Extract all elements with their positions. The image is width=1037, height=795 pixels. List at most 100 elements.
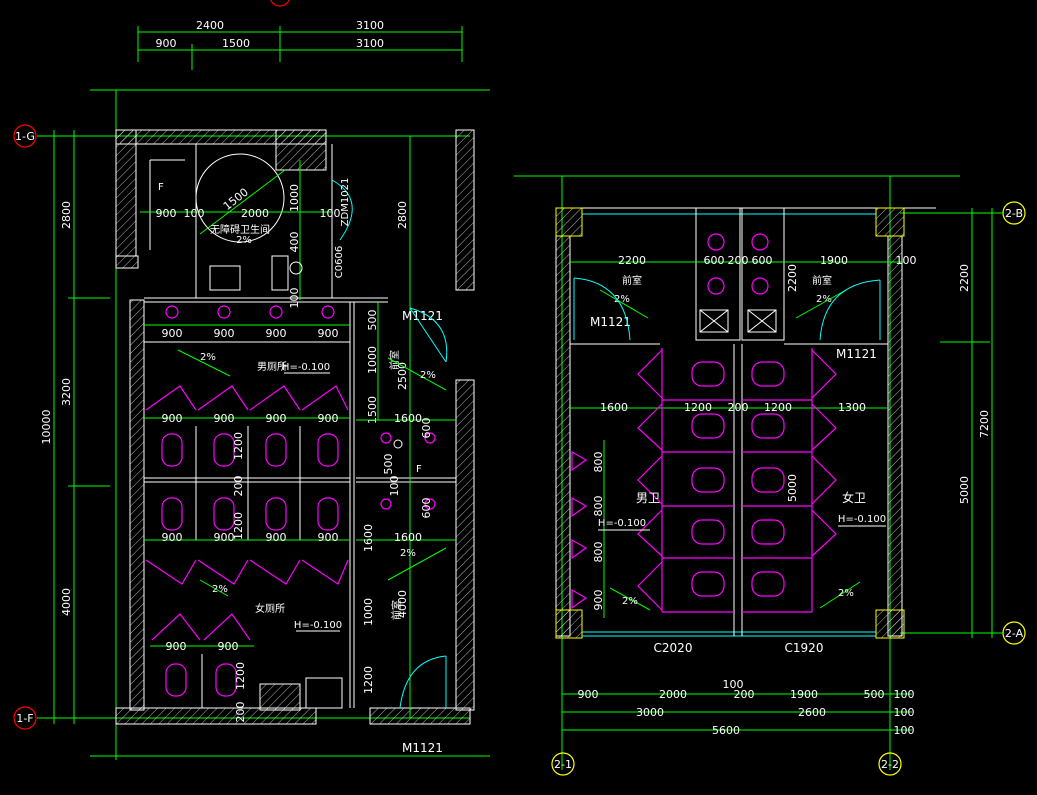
- dim-r-top-600b: 600: [752, 254, 773, 267]
- elev-men: H=-0.100: [282, 362, 330, 373]
- dim-sink-1600-bot: 1600: [394, 531, 422, 544]
- label-front-room-top: 前室: [388, 350, 401, 370]
- dim-stall-top-4: 900: [318, 412, 339, 425]
- dim-900: 900: [156, 37, 177, 50]
- slope-front-bottom: 2%: [400, 548, 416, 559]
- right-mid-dimensions: 1600 1200 200 1200 1300: [570, 401, 888, 414]
- dim-1500: 1500: [222, 37, 250, 50]
- dim-4000-left: 4000: [60, 588, 73, 616]
- dim-r-bot-100a: 100: [894, 688, 915, 701]
- dim-acc-100: 100: [184, 207, 205, 220]
- dim-acc-400: 400: [288, 232, 301, 253]
- slope-front-top: 2%: [420, 370, 436, 381]
- svg-text:1-G: 1-G: [15, 130, 35, 143]
- dim-stall-top-3: 900: [266, 412, 287, 425]
- dim-sink-500: 500: [382, 454, 395, 475]
- label-r-front-left: 前室: [622, 274, 642, 287]
- dim-r-top-600a: 600: [704, 254, 725, 267]
- right-plan: 2-B 2-A 2-1 2-2 2200 5000 7200: [514, 175, 1026, 776]
- dim-r-top-2200: 2200: [618, 254, 646, 267]
- dim-front-500: 500: [366, 310, 379, 331]
- label-front-room-bottom: 前室: [390, 600, 403, 620]
- dim-r-bot-100c: 100: [894, 724, 915, 737]
- dim-r-bot-200: 200: [734, 688, 755, 701]
- dim-3100-top: 3100: [356, 19, 384, 32]
- dim-acc-1000: 1000: [288, 184, 301, 212]
- dim-women-1200: 1200: [234, 662, 247, 690]
- elev-women-wc: H=-0.100: [838, 514, 886, 525]
- dim-front-1000: 1000: [366, 346, 379, 374]
- dim-3100: 3100: [356, 37, 384, 50]
- dim-urinal-3: 900: [266, 327, 287, 340]
- dim-front-b-1200: 1200: [362, 666, 375, 694]
- slope-women-wc: 2%: [838, 588, 854, 599]
- right-stalls: 5000: [637, 348, 837, 613]
- svg-text:2-2: 2-2: [881, 758, 899, 771]
- dim-10000: 10000: [40, 410, 53, 445]
- dim-r-bot-1900: 1900: [790, 688, 818, 701]
- slope-r-front-left: 2%: [614, 294, 630, 305]
- svg-text:2-A: 2-A: [1005, 627, 1024, 640]
- f-mark-accessible: F: [158, 182, 164, 193]
- men-stalls: 900 900 900 900 1200 200 1200 900 900 90…: [144, 385, 350, 544]
- dim-r-bot-3000: 3000: [636, 706, 664, 719]
- window-C2020: C2020: [654, 641, 693, 655]
- dim-men-900: 900: [592, 590, 605, 611]
- men-urinal-row: 900 900 900 900: [144, 305, 350, 343]
- slope-r-front-right: 2%: [816, 294, 832, 305]
- dim-sink-600b: 600: [420, 498, 433, 519]
- dim-2500: 2500: [396, 362, 409, 390]
- dim-women-200: 200: [234, 702, 247, 723]
- dim-r-bot-900: 900: [578, 688, 599, 701]
- dim-r-top-100: 100: [896, 254, 917, 267]
- label-r-front-right: 前室: [812, 274, 832, 287]
- dim-men-200: 200: [232, 476, 245, 497]
- right-top-dimensions: 2200 600 200 600 1900 100 2200: [570, 233, 917, 333]
- dim-4000-inner: 4000: [396, 590, 409, 618]
- dim-r-5000: 5000: [958, 476, 971, 504]
- dim-women-5000: 5000: [786, 474, 799, 502]
- svg-text:1-F: 1-F: [16, 712, 33, 725]
- dim-r-mid-1600: 1600: [600, 401, 628, 414]
- dim-r-bot-500: 500: [864, 688, 885, 701]
- door-M1121-bottom: M1121: [402, 741, 443, 755]
- left-vertical-dimensions: 2800 3200 4000 10000: [40, 90, 117, 760]
- women-room: 2% 女厕所 H=-0.100 900 900 1200 200: [145, 559, 349, 723]
- label-women-wc: 女卫: [842, 490, 866, 505]
- dim-r-7200: 7200: [978, 410, 991, 438]
- slope-men-wc: 2%: [622, 596, 638, 607]
- axis-2-B: 2-B: [900, 201, 1026, 225]
- door-r-M1121-left: M1121: [590, 315, 631, 329]
- dim-2800-inner: 2800: [396, 201, 409, 229]
- door-M1121-top: M1121: [402, 309, 443, 323]
- dim-stall-bot-3: 900: [266, 531, 287, 544]
- label-men-wc: 男卫: [636, 491, 660, 505]
- dim-stall-bot-4: 900: [318, 531, 339, 544]
- dim-3200: 3200: [60, 378, 73, 406]
- right-front-rooms: 前室 2% M1121 前室 2% M1121: [573, 274, 881, 361]
- dim-r-top-1900: 1900: [820, 254, 848, 267]
- dim-sink-1600-top: 1600: [394, 412, 422, 425]
- dim-stall-bot-1: 900: [162, 531, 183, 544]
- slope-women: 2%: [212, 584, 228, 595]
- dim-urinal-2: 900: [214, 327, 235, 340]
- axis-marker-top: [270, 0, 290, 7]
- dim-2400: 2400: [196, 19, 224, 32]
- dim-stall-bot-2: 900: [214, 531, 235, 544]
- dim-stall-top-2: 900: [214, 412, 235, 425]
- slope-men: 2%: [200, 352, 216, 363]
- dim-r-top-200: 200: [728, 254, 749, 267]
- dim-urinal-1: 900: [162, 327, 183, 340]
- svg-text:2-1: 2-1: [554, 758, 572, 771]
- dim-front-b-1000: 1000: [362, 598, 375, 626]
- door-ZDM1021: ZDM1021: [340, 178, 351, 227]
- right-walls: [555, 207, 936, 639]
- dim-acc-2000: 2000: [241, 207, 269, 220]
- right-men-wc: 800 800 800 900 男卫 H=-0.100 2%: [571, 440, 660, 618]
- dim-r-mid-1300: 1300: [838, 401, 866, 414]
- dim-sink-v1600: 1600: [362, 524, 375, 552]
- dim-urinal-4: 900: [318, 327, 339, 340]
- label-women-room: 女厕所: [255, 602, 285, 615]
- slope-accessible: 2%: [236, 235, 252, 246]
